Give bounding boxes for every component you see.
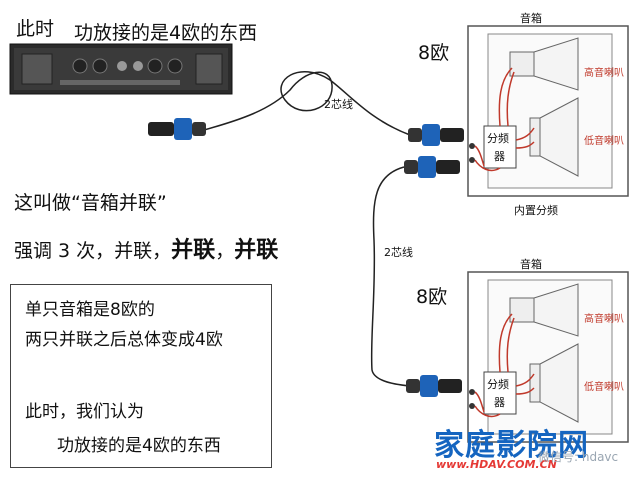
emphasis-lead: 强调 3 次，并联， — [14, 240, 172, 262]
speaker-top-caption: 内置分频 — [514, 204, 558, 217]
speaker-bottom-tweeter-label: 高音喇叭 — [584, 314, 624, 325]
note-box: 单只音箱是8欧的 两只并联之后总体变成4欧 此时，我们认为 功放接的是4欧的东西 — [10, 284, 272, 468]
header-title: 功放接的是4欧的东西 — [74, 22, 258, 44]
note-line-2: 两只并联之后总体变成4欧 — [25, 330, 223, 350]
header-prefix: 此时 — [16, 18, 55, 40]
cable-mid — [370, 166, 411, 387]
speaker-bottom-crossover-line1: 分频 — [487, 378, 509, 391]
emphasis-comma: ， — [215, 240, 235, 262]
connector-top-b — [404, 156, 460, 178]
speaker-bottom-box — [467, 271, 629, 443]
cable-top — [203, 70, 411, 136]
speaker-bottom-ohm: 8欧 — [416, 286, 448, 308]
speaker-top-crossover-line2: 器 — [494, 150, 505, 163]
speaker-top-tweeter-label: 高音喇叭 — [584, 68, 624, 79]
emphasis-bold-1: 并联 — [171, 238, 216, 263]
emphasis-line: 强调 3 次，并联，并联，并联 — [14, 232, 278, 264]
watermark-brand: 家庭影院网 — [434, 428, 589, 463]
speaker-bottom-crossover-line2: 器 — [494, 396, 505, 409]
speaker-top-box — [467, 25, 629, 197]
speaker-bottom-title: 音箱 — [520, 258, 542, 271]
connector-bottom — [406, 375, 462, 397]
connector-left — [148, 118, 206, 140]
speaker-top-title: 音箱 — [520, 12, 542, 25]
speaker-bottom-woofer-label: 低音喇叭 — [584, 382, 624, 393]
note-line-3: 此时，我们认为 — [25, 402, 144, 422]
cable-mid-label: 2芯线 — [384, 246, 413, 259]
connector-top-a — [408, 124, 464, 146]
note-line-1: 单只音箱是8欧的 — [25, 300, 155, 320]
cable-top-label: 2芯线 — [324, 98, 353, 111]
note-line-4: 功放接的是4欧的东西 — [57, 436, 221, 456]
amplifier-unit — [9, 43, 233, 95]
watermark-wechat: 微信号: hdavc — [538, 450, 619, 464]
speaker-top-woofer-label: 低音喇叭 — [584, 136, 624, 147]
statement-text: 这叫做“音箱并联” — [14, 192, 167, 214]
speaker-top-ohm: 8欧 — [418, 42, 450, 64]
emphasis-bold-2: 并联 — [234, 238, 279, 263]
watermark-url: www.HDAV.COM.CN — [436, 458, 557, 471]
speaker-top-crossover-line1: 分频 — [487, 132, 509, 145]
